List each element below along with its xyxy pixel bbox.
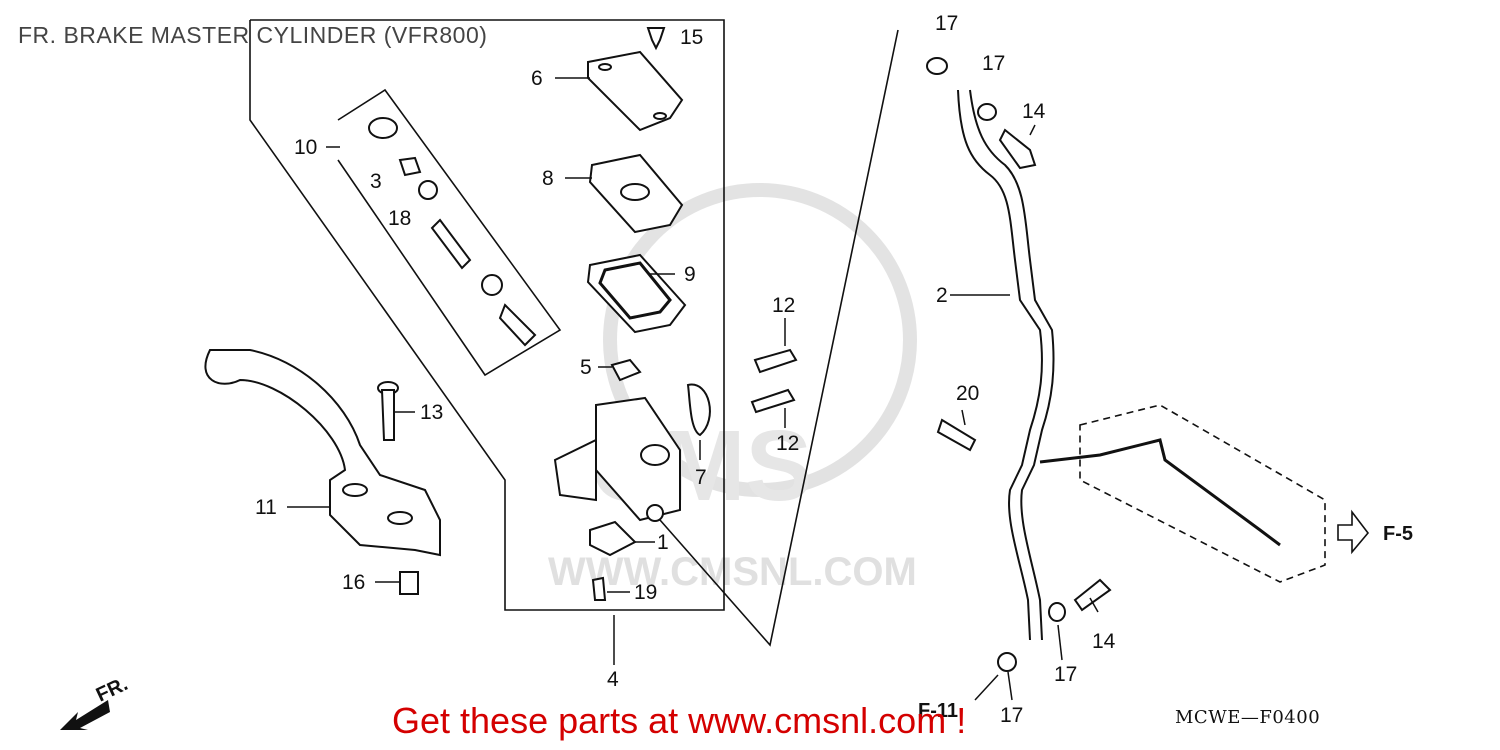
diagram-code: MCWE—F0400 xyxy=(1175,707,1321,728)
callout-19[interactable]: 19 xyxy=(634,581,657,604)
sealing-washers xyxy=(926,57,1066,672)
hose-leader-line xyxy=(659,29,899,647)
diaphragm-plate xyxy=(588,153,684,234)
diaphragm xyxy=(586,253,687,334)
master-cylinder-body xyxy=(553,396,681,522)
callout-17b[interactable]: 17 xyxy=(982,52,1005,75)
callout-10[interactable]: 10 xyxy=(294,136,317,159)
switch xyxy=(589,520,637,557)
f5-reference[interactable]: F-5 xyxy=(1383,523,1413,545)
callout-11[interactable]: 11 xyxy=(255,496,277,519)
holder xyxy=(686,383,711,437)
reservoir-cover xyxy=(587,50,684,132)
callout-5[interactable]: 5 xyxy=(580,356,592,379)
front-direction-arrow xyxy=(60,700,110,730)
callout-14b[interactable]: 14 xyxy=(1092,630,1116,653)
callout-17c[interactable]: 17 xyxy=(1054,663,1077,686)
brake-pipe xyxy=(1039,438,1281,547)
callout-6[interactable]: 6 xyxy=(531,67,543,90)
screw-15 xyxy=(646,27,666,51)
piston-kit-parts xyxy=(368,117,537,347)
callout-17a[interactable]: 17 xyxy=(935,12,958,35)
diagram-title: FR. BRAKE MASTER CYLINDER (VFR800) xyxy=(18,22,488,48)
callout-1[interactable]: 1 xyxy=(657,531,669,554)
callout-12a[interactable]: 12 xyxy=(772,294,795,317)
callout-8[interactable]: 8 xyxy=(542,167,554,190)
callout-20[interactable]: 20 xyxy=(956,382,979,405)
callout-16[interactable]: 16 xyxy=(342,571,365,594)
watermark-url: WWW.CMSNL.COM xyxy=(548,550,917,594)
callout-18[interactable]: 18 xyxy=(388,207,411,230)
callout-4[interactable]: 4 xyxy=(607,668,619,691)
callout-14a[interactable]: 14 xyxy=(1022,100,1046,123)
f5-arrow-icon xyxy=(1337,509,1370,555)
f11-reference[interactable]: F-11 xyxy=(918,700,958,722)
clip xyxy=(610,358,642,382)
brake-hose xyxy=(957,89,1055,641)
pipe-kit-frame xyxy=(1079,404,1326,583)
callout-7[interactable]: 7 xyxy=(695,466,707,489)
callout-9[interactable]: 9 xyxy=(684,263,696,286)
callout-15[interactable]: 15 xyxy=(680,26,703,49)
brake-lever xyxy=(204,349,441,557)
pivot-bolt xyxy=(377,381,399,441)
callout-13[interactable]: 13 xyxy=(420,401,443,424)
oring-kit-frame xyxy=(337,88,562,377)
callout-12b[interactable]: 12 xyxy=(776,432,799,455)
banjo-bolts xyxy=(936,128,1112,612)
screw-19 xyxy=(591,576,607,601)
leader-lines xyxy=(287,77,1099,701)
footer-link-text[interactable]: Get these parts at www.cmsnl.com ! xyxy=(392,700,967,741)
mounting-bolts xyxy=(750,348,798,414)
fr-label: FR. xyxy=(93,673,131,707)
assembly-frame xyxy=(249,19,725,611)
pivot-nut xyxy=(399,571,419,595)
callout-2[interactable]: 2 xyxy=(936,284,948,307)
callout-17d[interactable]: 17 xyxy=(1000,704,1023,727)
callout-3[interactable]: 3 xyxy=(370,170,382,193)
